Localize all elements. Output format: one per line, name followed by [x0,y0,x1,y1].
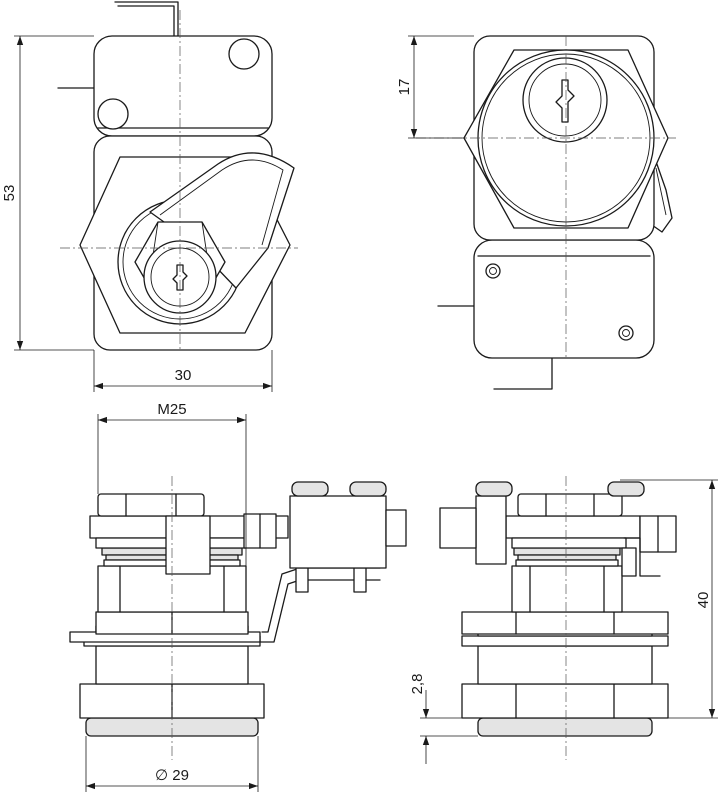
dimension-label-m25: M25 [157,401,186,418]
dimension-label-53: 53 [1,185,18,202]
diameter-value: 29 [172,767,189,784]
dimension-diameter-29: ∅ 29 [85,736,259,792]
dimension-key-offset-17: 17 [396,35,474,139]
dimension-height-53: 53 [1,35,94,351]
front-view [57,1,298,351]
rear-view [416,35,676,390]
diameter-symbol: ∅ [155,767,168,784]
dimension-label-40: 40 [695,592,712,609]
side-view-left [69,476,407,760]
dimension-label-2-8: 2,8 [409,674,426,695]
dimension-height-40: 40 [620,479,718,719]
dimension-label-diameter: ∅ 29 [155,767,189,784]
dimension-width-30: 30 [93,350,273,392]
dimension-flange-2-8: 2,8 [409,674,478,764]
dimension-label-17: 17 [396,79,413,96]
side-view-right [439,476,677,760]
dimension-label-30: 30 [175,367,192,384]
dimension-thread-m25: M25 [97,401,247,566]
